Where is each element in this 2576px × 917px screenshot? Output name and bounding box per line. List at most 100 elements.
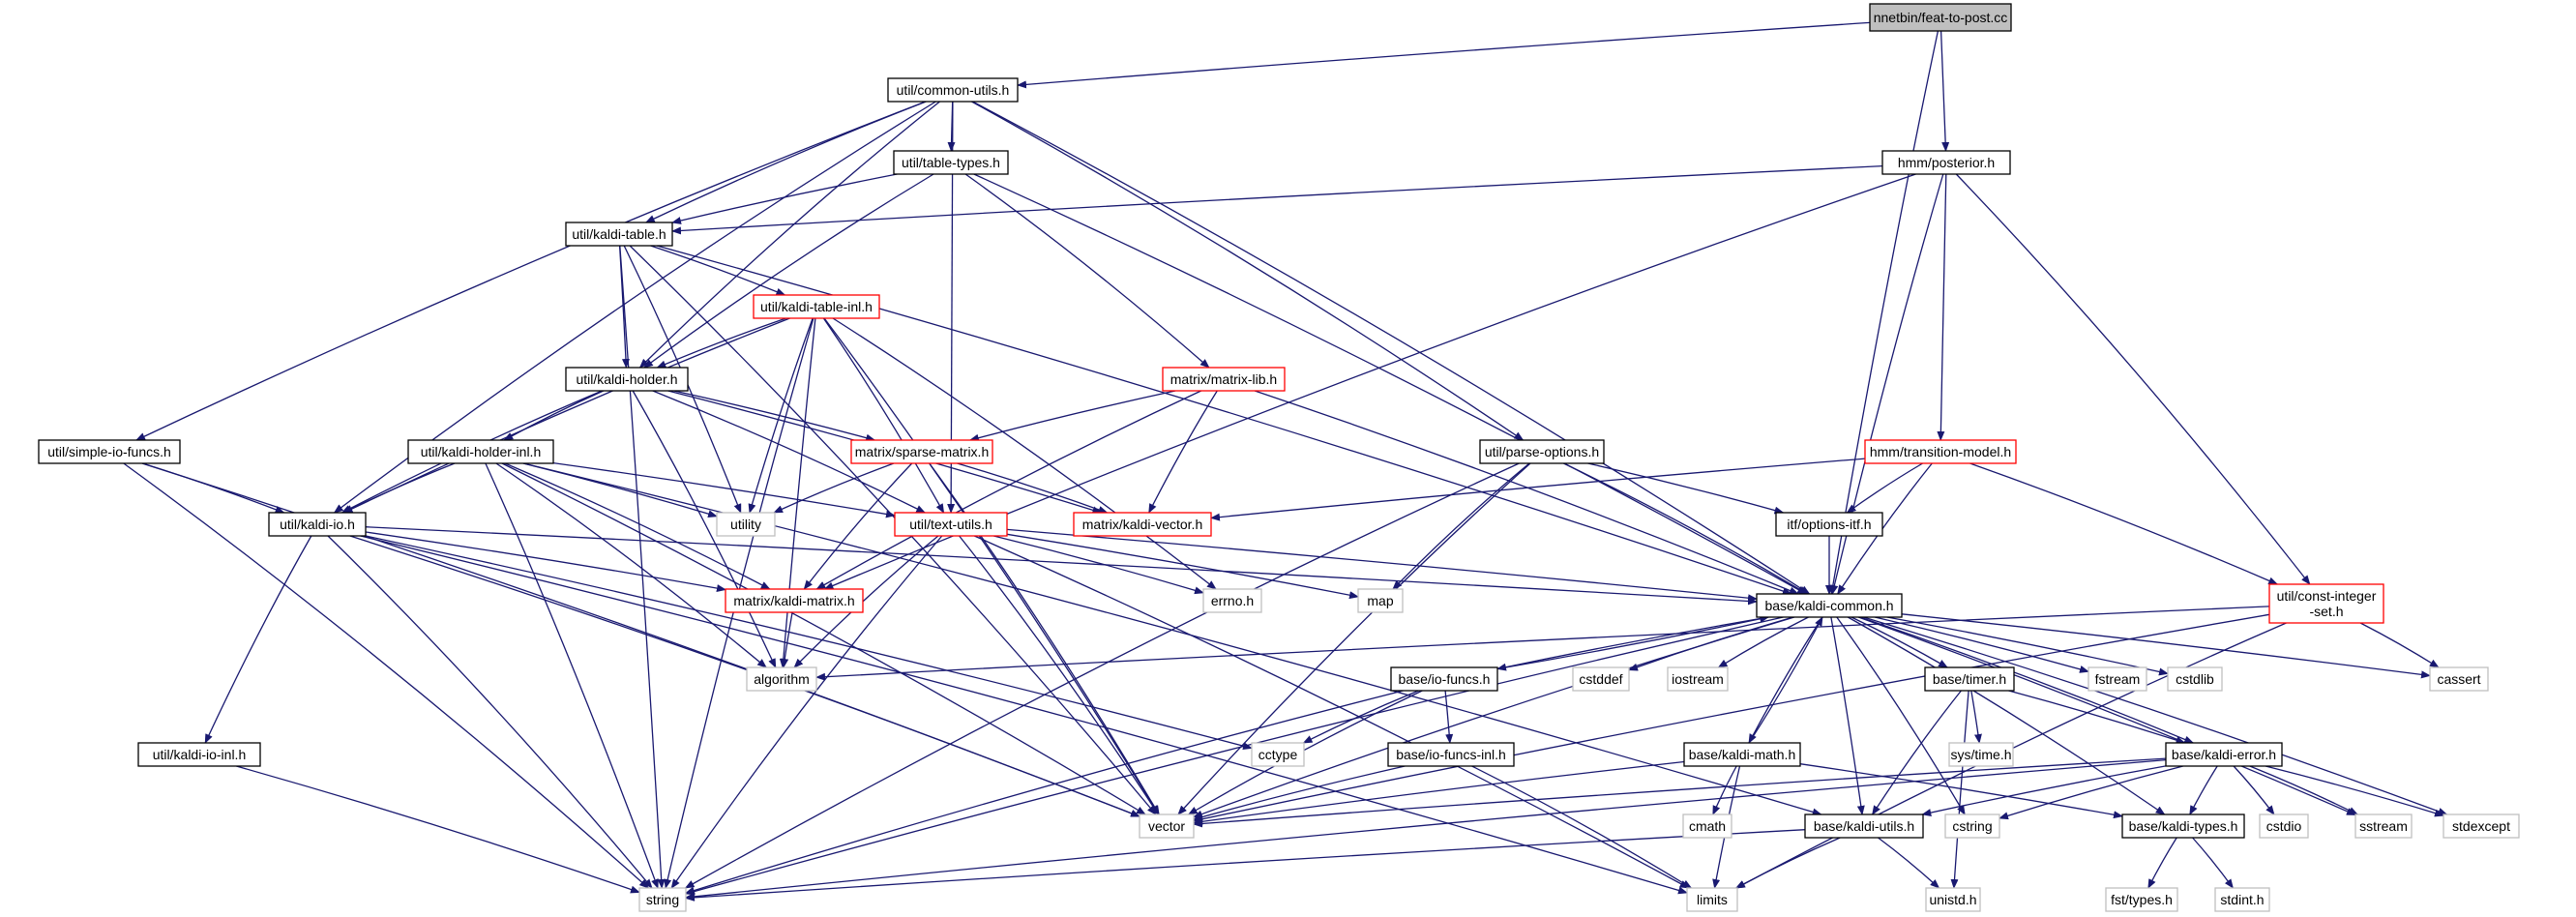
node-kaldi-types[interactable]: base/kaldi-types.h	[2121, 813, 2245, 839]
node-label: matrix/kaldi-matrix.h	[733, 593, 854, 608]
node-table-types[interactable]: util/table-types.h	[893, 150, 1009, 175]
node-label: matrix/matrix-lib.h	[1170, 371, 1277, 387]
edge-common-utils-to-simple-io-funcs	[135, 101, 927, 441]
edge-kaldi-holder-inl-to-string	[485, 462, 659, 889]
node-timer[interactable]: base/timer.h	[1924, 666, 2015, 692]
edge-kaldi-holder-inl-to-kaldi-io	[342, 462, 456, 514]
edge-text-utils-to-vector	[959, 535, 1159, 815]
edge-kaldi-math-to-kaldi-common	[1748, 616, 1823, 744]
node-kaldi-utils[interactable]: base/kaldi-utils.h	[1804, 813, 1924, 839]
node-common-utils[interactable]: util/common-utils.h	[887, 77, 1019, 103]
node-box	[1944, 813, 2000, 839]
edge-parse-options-to-map	[1392, 462, 1530, 590]
node-label: util/kaldi-holder.h	[576, 371, 677, 387]
node-kaldi-error[interactable]: base/kaldi-error.h	[2165, 742, 2283, 767]
node-box	[1390, 666, 1498, 692]
edge-const-integer-set-to-cassert	[2359, 622, 2440, 668]
edge-io-funcs-to-io-funcs-inl	[1444, 690, 1454, 744]
node-label: util/kaldi-table.h	[572, 226, 666, 242]
node-const-integer-set[interactable]: util/const-integer-set.h	[2268, 583, 2384, 624]
node-label: base/kaldi-common.h	[1764, 598, 1893, 613]
node-io-funcs-inl[interactable]: base/io-funcs-inl.h	[1387, 742, 1515, 767]
node-box	[2429, 666, 2489, 692]
node-box	[1804, 813, 1924, 839]
edge-feat-to-post-to-posterior	[1939, 30, 1950, 152]
node-kaldi-math[interactable]: base/kaldi-math.h	[1683, 742, 1801, 767]
node-kaldi-matrix[interactable]: matrix/kaldi-matrix.h	[725, 588, 864, 613]
edge-table-types-to-matrix-lib	[964, 173, 1210, 369]
node-box	[1869, 3, 2012, 32]
edge-kaldi-common-to-cstring	[1836, 616, 1966, 815]
node-box	[1682, 813, 1732, 839]
edge-kaldi-io-to-limits	[360, 535, 1688, 895]
node-box	[268, 512, 367, 537]
edge-feat-to-post-to-kaldi-common	[1828, 30, 1939, 595]
node-options-itf[interactable]: itf/options-itf.h	[1775, 512, 1883, 537]
node-parse-options[interactable]: util/parse-options.h	[1479, 439, 1605, 464]
node-label: base/kaldi-error.h	[2172, 747, 2276, 762]
node-label: cassert	[2437, 671, 2480, 687]
node-matrix-lib[interactable]: matrix/matrix-lib.h	[1162, 367, 1286, 392]
node-box	[2354, 813, 2413, 839]
edge-feat-to-post-to-common-utils	[1017, 21, 1871, 89]
edge-kaldi-table-inl-to-kaldi-holder	[656, 317, 786, 369]
node-kaldi-vector[interactable]: matrix/kaldi-vector.h	[1073, 512, 1212, 537]
edge-kaldi-matrix-to-algorithm	[781, 611, 793, 668]
node-kaldi-io[interactable]: util/kaldi-io.h	[268, 512, 367, 537]
node-label: cstddef	[1579, 671, 1622, 687]
node-label: itf/options-itf.h	[1787, 517, 1871, 532]
edge-kaldi-holder-inl-to-kaldi-matrix	[504, 462, 771, 590]
node-limits: limits	[1686, 887, 1738, 912]
node-kaldi-table-inl[interactable]: util/kaldi-table-inl.h	[753, 294, 880, 319]
node-io-funcs[interactable]: base/io-funcs.h	[1390, 666, 1498, 692]
node-cstdio: cstdio	[2259, 813, 2309, 839]
node-label: limits	[1697, 892, 1728, 907]
node-box	[565, 222, 673, 247]
node-box	[746, 666, 817, 692]
edge-kaldi-common-to-fstream	[1874, 616, 2089, 673]
node-box	[1479, 439, 1605, 464]
node-posterior[interactable]: hmm/posterior.h	[1881, 150, 2011, 175]
node-label: util/table-types.h	[902, 155, 1000, 170]
node-stdint: stdint.h	[2214, 887, 2270, 912]
node-fst-types: fst/types.h	[2105, 887, 2178, 912]
edge-kaldi-io-to-cctype	[365, 535, 1253, 751]
node-cstddef: cstddef	[1572, 666, 1630, 692]
node-cctype: cctype	[1251, 742, 1305, 767]
edge-kaldi-utils-to-string	[685, 829, 1806, 902]
node-text-utils[interactable]: util/text-utils.h	[894, 512, 1008, 537]
edge-timer-to-unistd	[1950, 690, 1969, 889]
node-simple-io-funcs[interactable]: util/simple-io-funcs.h	[38, 439, 181, 464]
node-label: hmm/posterior.h	[1898, 155, 1995, 170]
node-feat-to-post[interactable]: nnetbin/feat-to-post.cc	[1869, 3, 2012, 32]
edge-transition-model-to-options-itf	[1846, 462, 1923, 514]
node-box	[893, 150, 1009, 175]
node-box	[1686, 887, 1738, 912]
node-box	[407, 439, 554, 464]
edge-kaldi-io-to-vector	[349, 535, 1140, 817]
node-errno: errno.h	[1202, 588, 1262, 613]
node-kaldi-holder[interactable]: util/kaldi-holder.h	[565, 367, 689, 392]
node-kaldi-io-inl[interactable]: util/kaldi-io-inl.h	[137, 742, 261, 767]
node-kaldi-table[interactable]: util/kaldi-table.h	[565, 222, 673, 247]
edge-matrix-lib-to-kaldi-vector	[1148, 390, 1218, 514]
node-kaldi-common[interactable]: base/kaldi-common.h	[1756, 593, 1903, 618]
node-unistd: unistd.h	[1925, 887, 1981, 912]
node-sparse-matrix[interactable]: matrix/sparse-matrix.h	[850, 439, 993, 464]
node-label: base/kaldi-math.h	[1689, 747, 1796, 762]
node-box	[2268, 583, 2384, 624]
edge-sparse-matrix-to-utility	[773, 462, 895, 514]
node-label: cstring	[1952, 818, 1992, 834]
edge-kaldi-error-to-stdexcept	[2265, 765, 2444, 817]
edge-transition-model-to-const-integer-set	[1969, 462, 2279, 585]
node-label: sys/time.h	[1950, 747, 2011, 762]
node-label: fstream	[2095, 671, 2141, 687]
edge-text-utils-to-string	[670, 535, 943, 889]
node-cmath: cmath	[1682, 813, 1732, 839]
edge-kaldi-error-to-cstring	[1999, 765, 2183, 820]
node-kaldi-holder-inl[interactable]: util/kaldi-holder-inl.h	[407, 439, 554, 464]
edge-text-utils-to-errno	[993, 535, 1204, 595]
edge-parse-options-to-kaldi-common	[1563, 462, 1809, 595]
edge-kaldi-common-to-kaldi-types	[1847, 616, 2166, 815]
node-transition-model[interactable]: hmm/transition-model.h	[1864, 439, 2017, 464]
